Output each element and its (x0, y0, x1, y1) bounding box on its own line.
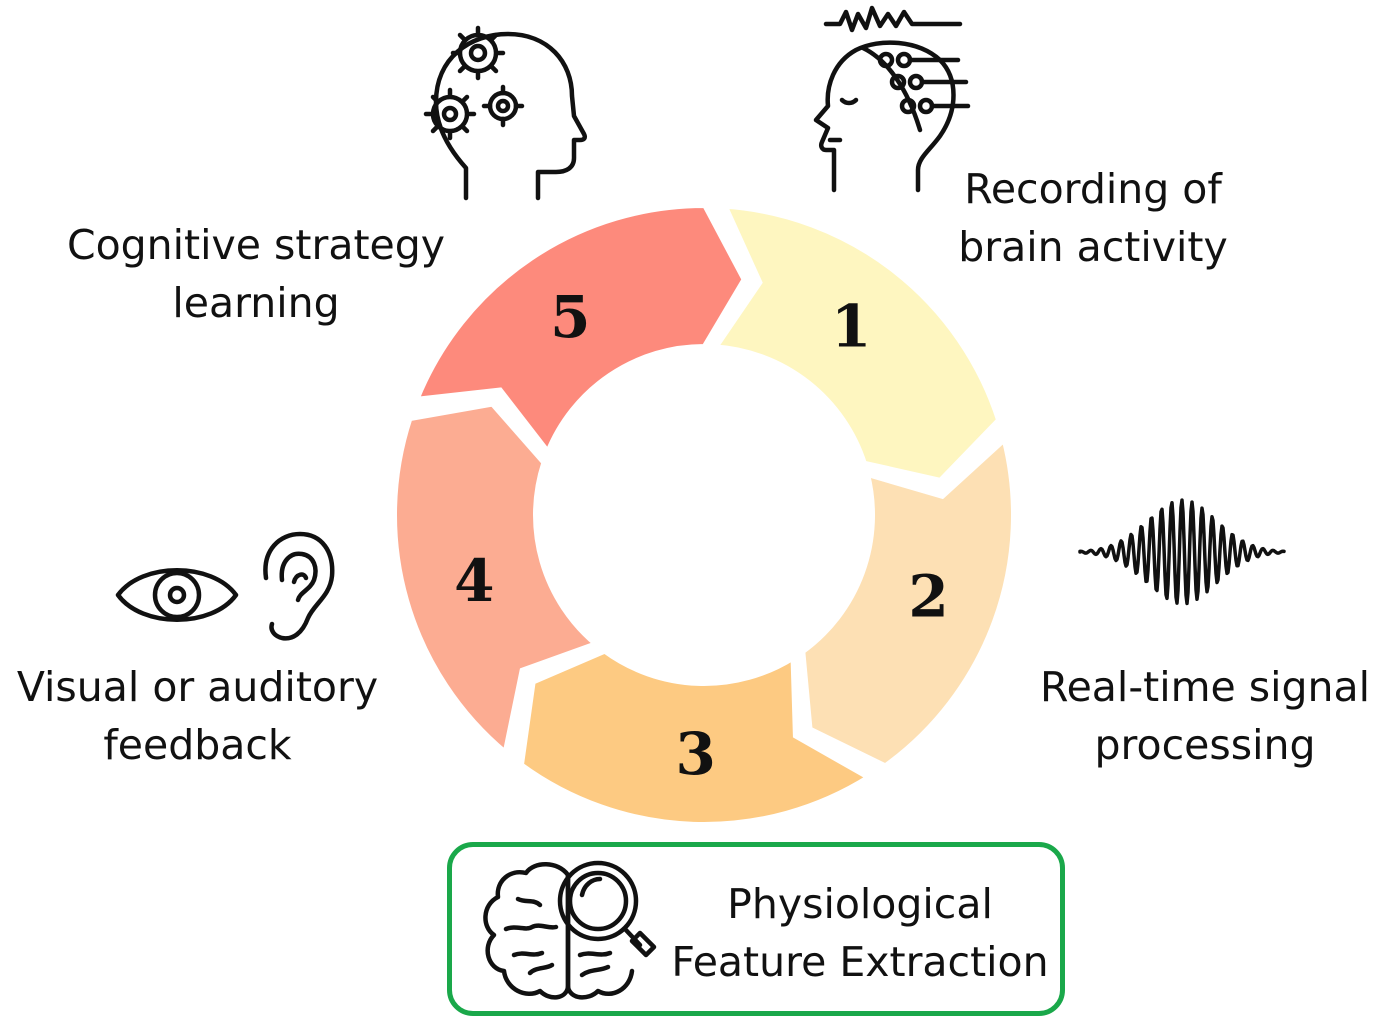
eye-icon (115, 568, 239, 622)
feature-box-label: Physiological Feature Extraction (668, 875, 1052, 991)
cycle-segment-5 (411, 202, 749, 459)
step-2-label: Real-time signal processing (1030, 658, 1380, 774)
eeg-head-icon (813, 5, 971, 193)
step-4-label: Visual or auditory feedback (10, 658, 385, 774)
step-4-label-line1: Visual or auditory (16, 663, 379, 711)
step-number-2: 2 (908, 563, 948, 631)
step-number-4: 4 (454, 547, 494, 615)
cycle-segment-4 (391, 400, 603, 759)
step-5-label-line1: Cognitive strategy (66, 221, 446, 269)
step-2-label-line2: processing (1094, 721, 1316, 769)
ear-icon (263, 531, 335, 641)
step-1-label-line1: Recording of (964, 165, 1222, 213)
step-1-label-line2: brain activity (958, 223, 1228, 271)
cycle-segment-3 (517, 647, 876, 828)
cycle-segment-1 (709, 202, 1003, 485)
waveform-icon (1078, 498, 1286, 606)
step-1-label: Recording of brain activity (948, 160, 1238, 276)
cycle-segment-2 (799, 433, 1017, 770)
step-number-3: 3 (675, 720, 715, 788)
feature-box-line1: Physiological (727, 880, 993, 928)
step-5-label: Cognitive strategy learning (60, 216, 452, 332)
feature-box-line2: Feature Extraction (671, 938, 1049, 986)
feature-extraction-box: Physiological Feature Extraction (447, 842, 1065, 1016)
step-number-1: 1 (831, 293, 871, 361)
step-2-label-line1: Real-time signal (1039, 663, 1371, 711)
step-4-label-line2: feedback (103, 721, 292, 769)
head-gears-icon (423, 25, 588, 201)
step-number-5: 5 (550, 283, 590, 351)
brain-magnifier-icon (483, 860, 657, 1000)
step-5-label-line2: learning (172, 279, 340, 327)
